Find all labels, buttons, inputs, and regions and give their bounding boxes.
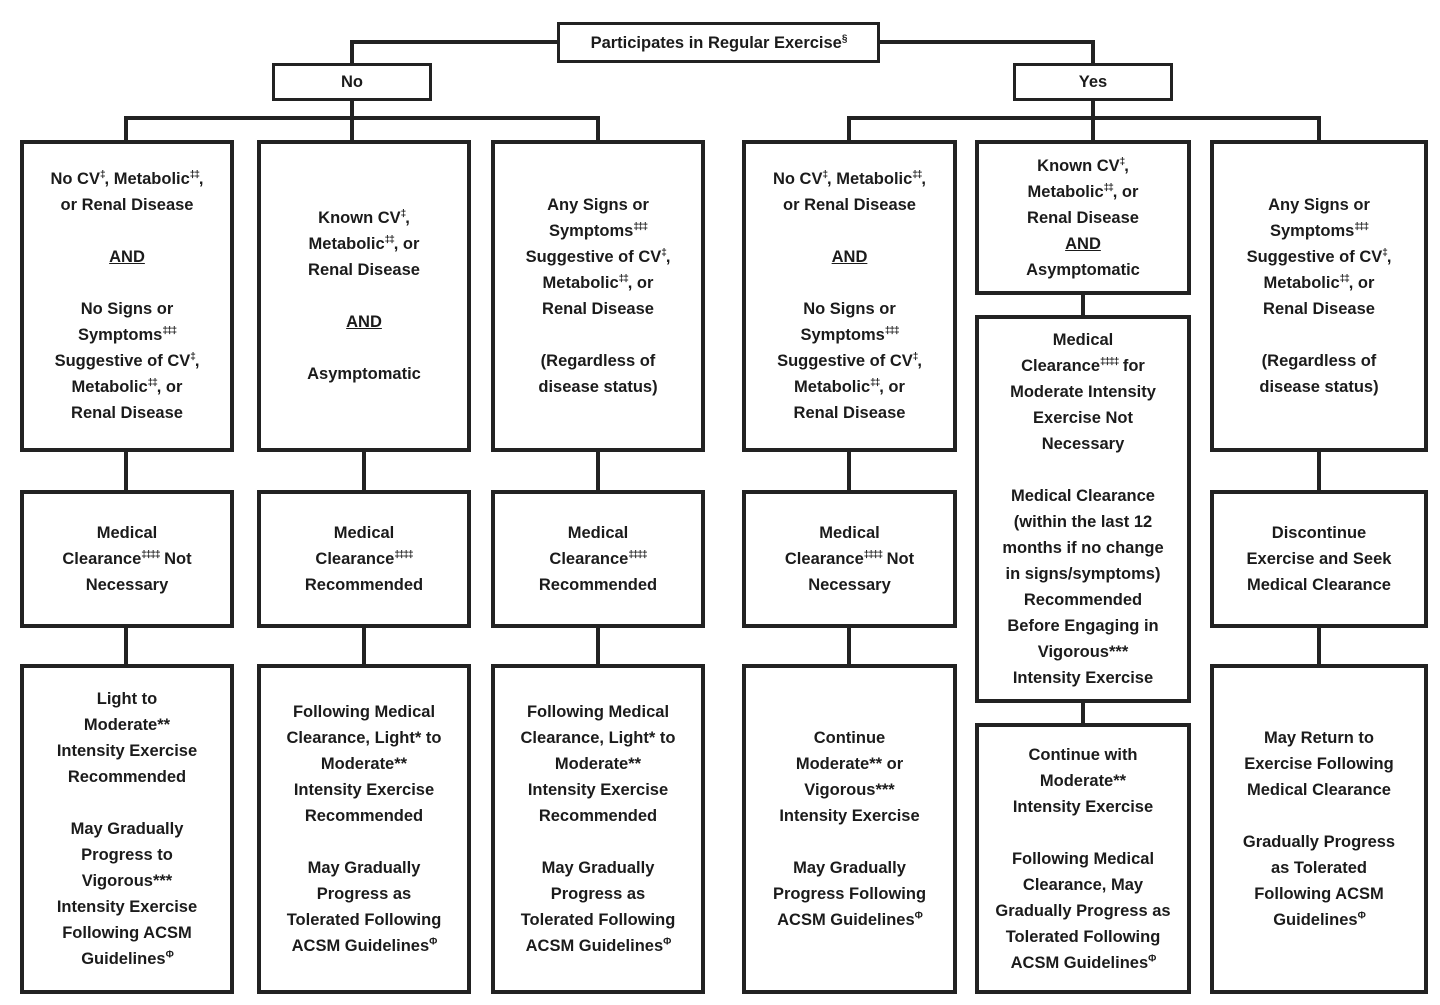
connector: [362, 450, 366, 492]
connector: [124, 116, 128, 142]
root-question-box: Participates in Regular Exercise§: [557, 22, 880, 63]
branch-no-box: No: [272, 63, 432, 101]
connector: [847, 116, 851, 142]
branch-yes-box: Yes: [1013, 63, 1173, 101]
connector: [362, 626, 366, 666]
connector: [878, 40, 1093, 44]
connector: [1091, 40, 1095, 65]
connector: [350, 40, 354, 65]
connector: [1317, 116, 1321, 142]
connector: [847, 116, 1321, 120]
connector: [596, 626, 600, 666]
connector: [1317, 626, 1321, 666]
connector: [1081, 293, 1085, 315]
connector: [596, 116, 600, 142]
connector: [124, 450, 128, 492]
connector: [596, 450, 600, 492]
connector: [352, 40, 557, 44]
connector: [350, 100, 354, 142]
connector: [1081, 701, 1085, 723]
connector: [1317, 450, 1321, 492]
connector: [124, 116, 600, 120]
connector: [1091, 100, 1095, 142]
connector: [847, 626, 851, 666]
connector: [124, 626, 128, 666]
connector: [847, 450, 851, 492]
